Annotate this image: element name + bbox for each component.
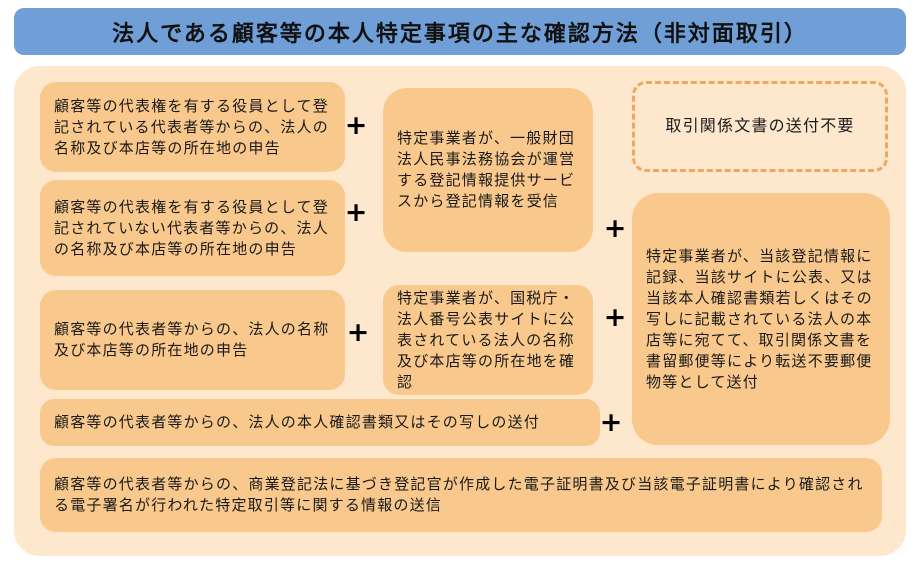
- box-registry-info-service: 特定事業者が、一般財団法人民事法務協会が運営する登記情報提供サービスから登記情報…: [383, 88, 593, 252]
- box-declaration-registered-rep: 顧客等の代表権を有する役員として登記されている代表者等からの、法人の名称及び本店…: [40, 82, 345, 172]
- box-send-transaction-documents: 特定事業者が、当該登記情報に記録、当該サイトに公表、又は当該本人確認書類若しくは…: [632, 193, 890, 445]
- box-send-id-documents: 顧客等の代表者等からの、法人の本人確認書類又はその写しの送付: [40, 399, 600, 446]
- plus-icon: +: [603, 212, 627, 244]
- box-corporate-number-site: 特定事業者が、国税庁・法人番号公表サイトに公表されている法人の名称及び本店等の所…: [383, 285, 593, 395]
- plus-icon: +: [344, 109, 368, 141]
- page-title: 法人である顧客等の本人特定事項の主な確認方法（非対面取引）: [112, 21, 808, 47]
- plus-icon: +: [603, 301, 627, 333]
- box-no-document-sending: 取引関係文書の送付不要: [632, 81, 888, 172]
- plus-icon: +: [346, 316, 370, 348]
- box-declaration-unregistered-rep: 顧客等の代表権を有する役員として登記されていない代表者等からの、法人の名称及び本…: [40, 180, 345, 276]
- box-electronic-signature: 顧客等の代表者等からの、商業登記法に基づき登記官が作成した電子証明書及び当該電子…: [40, 458, 882, 532]
- plus-icon: +: [344, 196, 368, 228]
- plus-icon: +: [599, 406, 623, 438]
- page-title-bar: 法人である顧客等の本人特定事項の主な確認方法（非対面取引）: [14, 8, 906, 55]
- box-declaration-representative: 顧客等の代表者等からの、法人の名称及び本店等の所在地の申告: [40, 290, 345, 390]
